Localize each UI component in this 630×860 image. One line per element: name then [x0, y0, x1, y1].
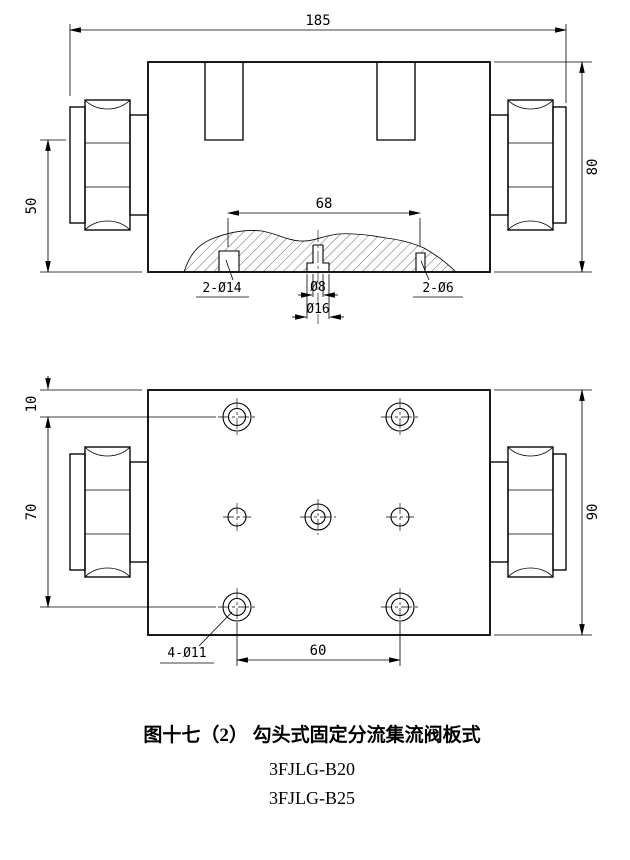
hole-centerlines: [223, 503, 251, 531]
port-hole-middle-left: [223, 503, 251, 531]
fitting-collar: [129, 461, 149, 563]
fitting-hex-faces: [85, 142, 130, 188]
front-view-dimensions: 185 80 50 68 Ø8 Ø16 2-Ø14: [24, 13, 601, 320]
dim-hole-span: 68: [316, 196, 333, 212]
fitting-hex: [84, 446, 131, 578]
dim-port-height: 50: [24, 198, 40, 215]
fitting-hex-chamfers: [507, 446, 554, 578]
fitting-collar: [489, 461, 509, 563]
dim-hole-span-plan: 60: [310, 643, 327, 659]
plan-view-dimensions: 10 70 90 60 4-Ø11: [24, 376, 601, 666]
fitting-hex-faces: [508, 489, 553, 535]
fitting-hex: [84, 99, 131, 231]
left-port-hole: [218, 250, 240, 272]
port-hole-middle-right: [386, 503, 414, 531]
leader-holes-left: [225, 259, 234, 281]
plan-view: 10 70 90 60 4-Ø11: [24, 376, 601, 666]
model-number-2: 3FJLG-B25: [269, 788, 355, 808]
fitting-hex-chamfers: [84, 446, 131, 578]
ext-90: [494, 389, 592, 636]
label-hole-d16: Ø16: [306, 302, 329, 317]
ext-50: [40, 139, 142, 273]
break-line: [183, 229, 457, 273]
leader-mounting-holes: [198, 611, 233, 647]
mounting-hole-top-left: [218, 398, 256, 436]
fitting-collar: [489, 114, 509, 216]
dim-plate-height: 90: [585, 504, 601, 521]
dim-edge-offset: 10: [24, 396, 40, 413]
dim-total-width: 185: [305, 13, 330, 29]
fitting-hex-faces: [85, 489, 130, 535]
plan-right-fitting: [489, 446, 567, 578]
label-mounting-holes: 4-Ø11: [167, 646, 206, 661]
fitting-end: [69, 453, 86, 571]
caption-block: 图十七（2） 勾头式固定分流集流阀板式 3FJLG-B20 3FJLG-B25: [143, 723, 480, 808]
hole-centerlines: [386, 503, 414, 531]
plan-body-outline: [147, 389, 491, 636]
front-view: 185 80 50 68 Ø8 Ø16 2-Ø14: [24, 13, 601, 324]
ext-10: [40, 389, 216, 418]
fitting-hex: [507, 99, 554, 231]
hole-centerlines: [218, 398, 256, 436]
dim-hole-rows: 70: [24, 504, 40, 521]
label-holes-left: 2-Ø14: [202, 281, 241, 296]
plan-left-fitting: [69, 446, 149, 578]
front-top-slot-right: [376, 62, 416, 141]
mounting-hole-top-right: [381, 398, 419, 436]
fitting-hex-faces: [508, 142, 553, 188]
fitting-hex-chamfers: [84, 99, 131, 231]
label-holes-right: 2-Ø6: [422, 281, 453, 296]
leader-holes-right: [420, 260, 430, 281]
fitting-end: [69, 106, 86, 224]
ext-80: [494, 61, 592, 273]
ext-185: [69, 24, 567, 103]
section-cutaway: [183, 229, 457, 273]
figure-caption: 图十七（2） 勾头式固定分流集流阀板式: [143, 723, 480, 746]
hole-centerlines: [381, 588, 419, 626]
ext-d16: [306, 274, 330, 319]
fitting-end: [552, 106, 567, 224]
right-port-hole: [415, 252, 426, 272]
ext-68: [227, 218, 421, 247]
hole-centerlines: [300, 499, 336, 535]
left-port-hole-fill: [219, 251, 239, 272]
fitting-end: [552, 453, 567, 571]
ext-d8: [312, 274, 324, 297]
label-hole-d8: Ø8: [310, 280, 326, 295]
mounting-hole-bottom-right: [381, 588, 419, 626]
hole-centerlines: [381, 398, 419, 436]
dim-body-height: 80: [585, 159, 601, 176]
fitting-hex: [507, 446, 554, 578]
hole-centerlines: [218, 588, 256, 626]
right-port-hole-fill: [416, 253, 425, 272]
front-top-slot-left: [204, 62, 244, 141]
mounting-hole-bottom-left: [218, 588, 256, 626]
model-number-1: 3FJLG-B20: [269, 759, 355, 779]
front-right-fitting: [489, 99, 567, 231]
front-left-fitting: [69, 99, 149, 231]
fitting-hex-chamfers: [507, 99, 554, 231]
fitting-collar: [129, 114, 149, 216]
port-hole-center: [300, 499, 336, 535]
